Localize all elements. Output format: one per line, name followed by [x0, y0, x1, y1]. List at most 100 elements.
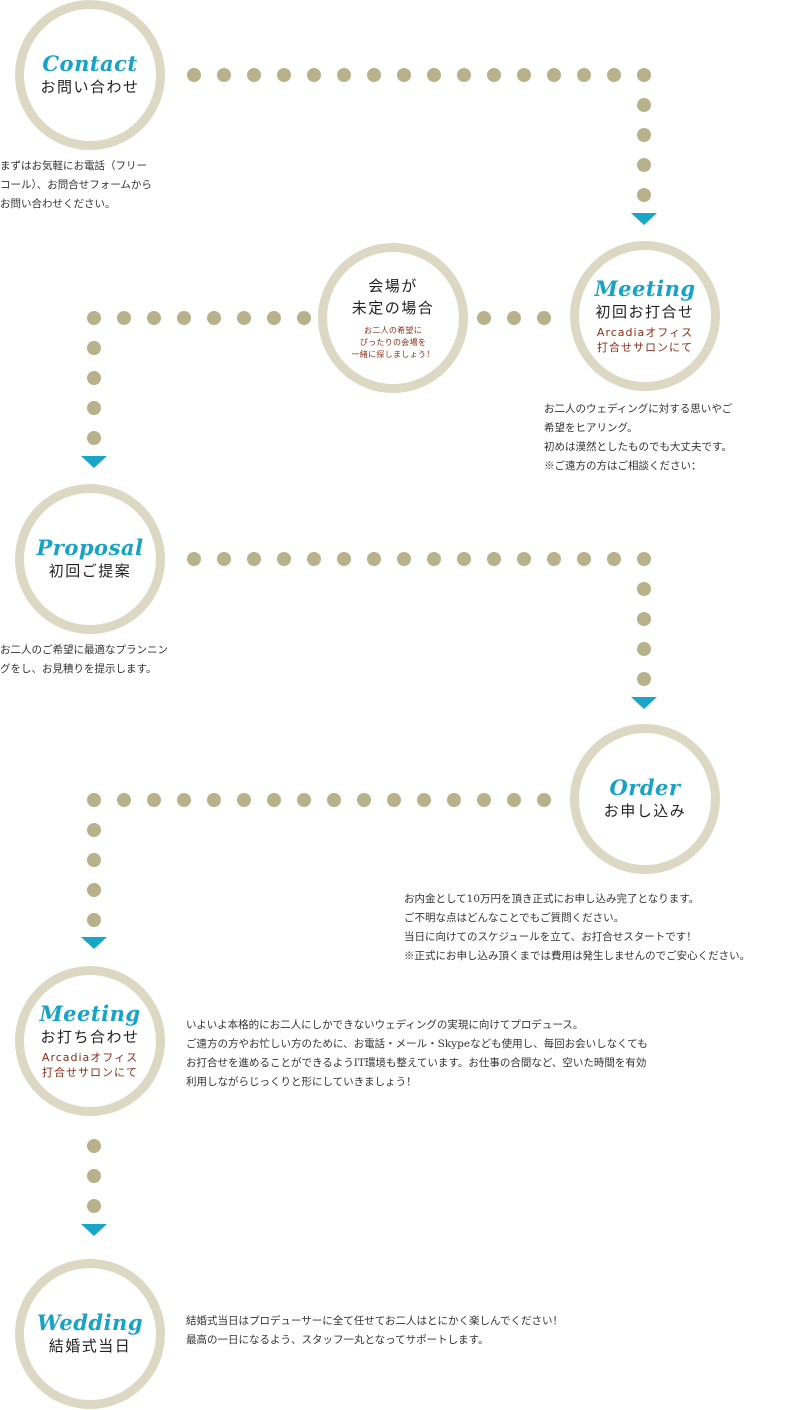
connector-dot — [517, 552, 531, 566]
connector-dot — [637, 68, 651, 82]
step-meeting2-desc: いよいよ本格的にお二人にしかできないウェディングの実現に向けてプロデュース。 ご… — [186, 1019, 648, 1088]
connector-dot — [537, 311, 551, 325]
connector-dot — [427, 68, 441, 82]
connector-dot — [267, 793, 281, 807]
flow-arrow-down-icon — [81, 1224, 107, 1236]
connector-dot — [247, 552, 261, 566]
connector-dot — [457, 68, 471, 82]
step-contact-circle: Contact お問い合わせ — [15, 0, 165, 150]
connector-dot — [117, 793, 131, 807]
step-proposal-desc: お二人のご希望に最適なプランニン グをし、お見積りを提示します。 — [0, 644, 168, 675]
connector-dot — [277, 68, 291, 82]
step-proposal-circle: Proposal 初回ご提案 — [15, 484, 165, 634]
connector-dot — [537, 793, 551, 807]
step-contact-script: Contact — [42, 51, 138, 76]
connector-dot — [87, 311, 101, 325]
connector-dot — [457, 552, 471, 566]
connector-dot — [147, 793, 161, 807]
connector-dot — [477, 793, 491, 807]
connector-dot — [87, 883, 101, 897]
step-wedding-desc: 結婚式当日はプロデューサーに全て任せてお二人はとにかく楽しんでください！ 最高の… — [186, 1315, 563, 1346]
connector-dot — [187, 552, 201, 566]
connector-dot — [207, 311, 221, 325]
connector-dot — [87, 1169, 101, 1183]
step-meeting2-circle: Meeting お打ち合わせ Arcadiaオフィス 打合せサロンにて — [15, 966, 165, 1116]
connector-dot — [177, 793, 191, 807]
step-wedding-circle: Wedding 結婚式当日 — [15, 1259, 165, 1409]
step-contact-desc: まずはお気軽にお電話（フリー コール）、お問合せフォームから お問い合わせくださ… — [0, 160, 152, 210]
connector-dot — [397, 552, 411, 566]
step-venue-title-1: 会場が — [368, 277, 418, 295]
connector-dot — [577, 552, 591, 566]
connector-dot — [637, 98, 651, 112]
connector-dot — [517, 68, 531, 82]
connector-dot — [637, 582, 651, 596]
connector-dot — [117, 311, 131, 325]
connector-dot — [87, 793, 101, 807]
connector-dot — [637, 158, 651, 172]
step-meeting1-desc: お二人のウェディングに対する思いやご 希望をヒアリング。 初めは漠然としたもので… — [544, 403, 733, 472]
connector-dot — [277, 552, 291, 566]
connector-dot — [507, 311, 521, 325]
step-venue-note: お二人の希望に ぴったりの会場を 一緒に探しましょう！ — [351, 326, 435, 359]
connector-dot — [487, 68, 501, 82]
connector-dot — [417, 793, 431, 807]
connector-dot — [577, 68, 591, 82]
connector-dot — [397, 68, 411, 82]
connector-dot — [607, 68, 621, 82]
connector-dot — [87, 371, 101, 385]
connector-dot — [307, 552, 321, 566]
connector-dot — [87, 341, 101, 355]
step-meeting1-title: 初回お打合せ — [595, 303, 695, 321]
connector-dot — [637, 612, 651, 626]
connector-dot — [607, 552, 621, 566]
connector-dot — [337, 552, 351, 566]
connector-dot — [357, 793, 371, 807]
connector-dot — [87, 913, 101, 927]
step-proposal-title: 初回ご提案 — [48, 562, 132, 580]
flow-arrow-down-icon — [631, 213, 657, 225]
step-meeting1-location: Arcadiaオフィス 打合せサロンにて — [596, 326, 694, 354]
connector-dot — [247, 68, 261, 82]
step-order-script: Order — [609, 775, 681, 800]
connector-dot — [237, 793, 251, 807]
connector-dot — [217, 552, 231, 566]
connector-dot — [297, 793, 311, 807]
connector-dot — [87, 1139, 101, 1153]
connector-dot — [507, 793, 521, 807]
connector-dot — [297, 311, 311, 325]
step-meeting1-circle: Meeting 初回お打合せ Arcadiaオフィス 打合せサロンにて — [570, 241, 720, 391]
step-meeting1-script: Meeting — [594, 276, 696, 301]
connector-dot — [637, 128, 651, 142]
step-wedding-title: 結婚式当日 — [48, 1337, 132, 1355]
connector-dot — [177, 311, 191, 325]
flow-arrow-down-icon — [631, 697, 657, 709]
connector-dot — [87, 401, 101, 415]
connector-dot — [207, 793, 221, 807]
step-contact-title: お問い合わせ — [40, 78, 140, 96]
step-order-circle: Order お申し込み — [570, 724, 720, 874]
flow-arrow-down-icon — [81, 937, 107, 949]
connector-dot — [367, 552, 381, 566]
step-venue-circle: 会場が 未定の場合 お二人の希望に ぴったりの会場を 一緒に探しましょう！ — [318, 243, 468, 393]
connector-dot — [87, 1199, 101, 1213]
connector-dot — [217, 68, 231, 82]
step-meeting2-title: お打ち合わせ — [40, 1028, 140, 1046]
connector-dot — [367, 68, 381, 82]
step-meeting2-script: Meeting — [39, 1001, 141, 1026]
step-meeting2-location: Arcadiaオフィス 打合せサロンにて — [41, 1051, 139, 1079]
step-wedding-script: Wedding — [36, 1310, 144, 1335]
connector-dot — [327, 793, 341, 807]
connector-dot — [547, 68, 561, 82]
flow-arrow-down-icon — [81, 456, 107, 468]
connector-dot — [187, 68, 201, 82]
step-order-desc: お内金として10万円を頂き正式にお申し込み完了となります。 ご不明な点はどんなこ… — [404, 893, 751, 962]
connector-dot — [387, 793, 401, 807]
connector-dot — [477, 311, 491, 325]
connector-dot — [547, 552, 561, 566]
connector-dot — [267, 311, 281, 325]
step-order-title: お申し込み — [603, 802, 687, 820]
connector-dot — [447, 793, 461, 807]
step-venue-title-2: 未定の場合 — [351, 299, 435, 317]
